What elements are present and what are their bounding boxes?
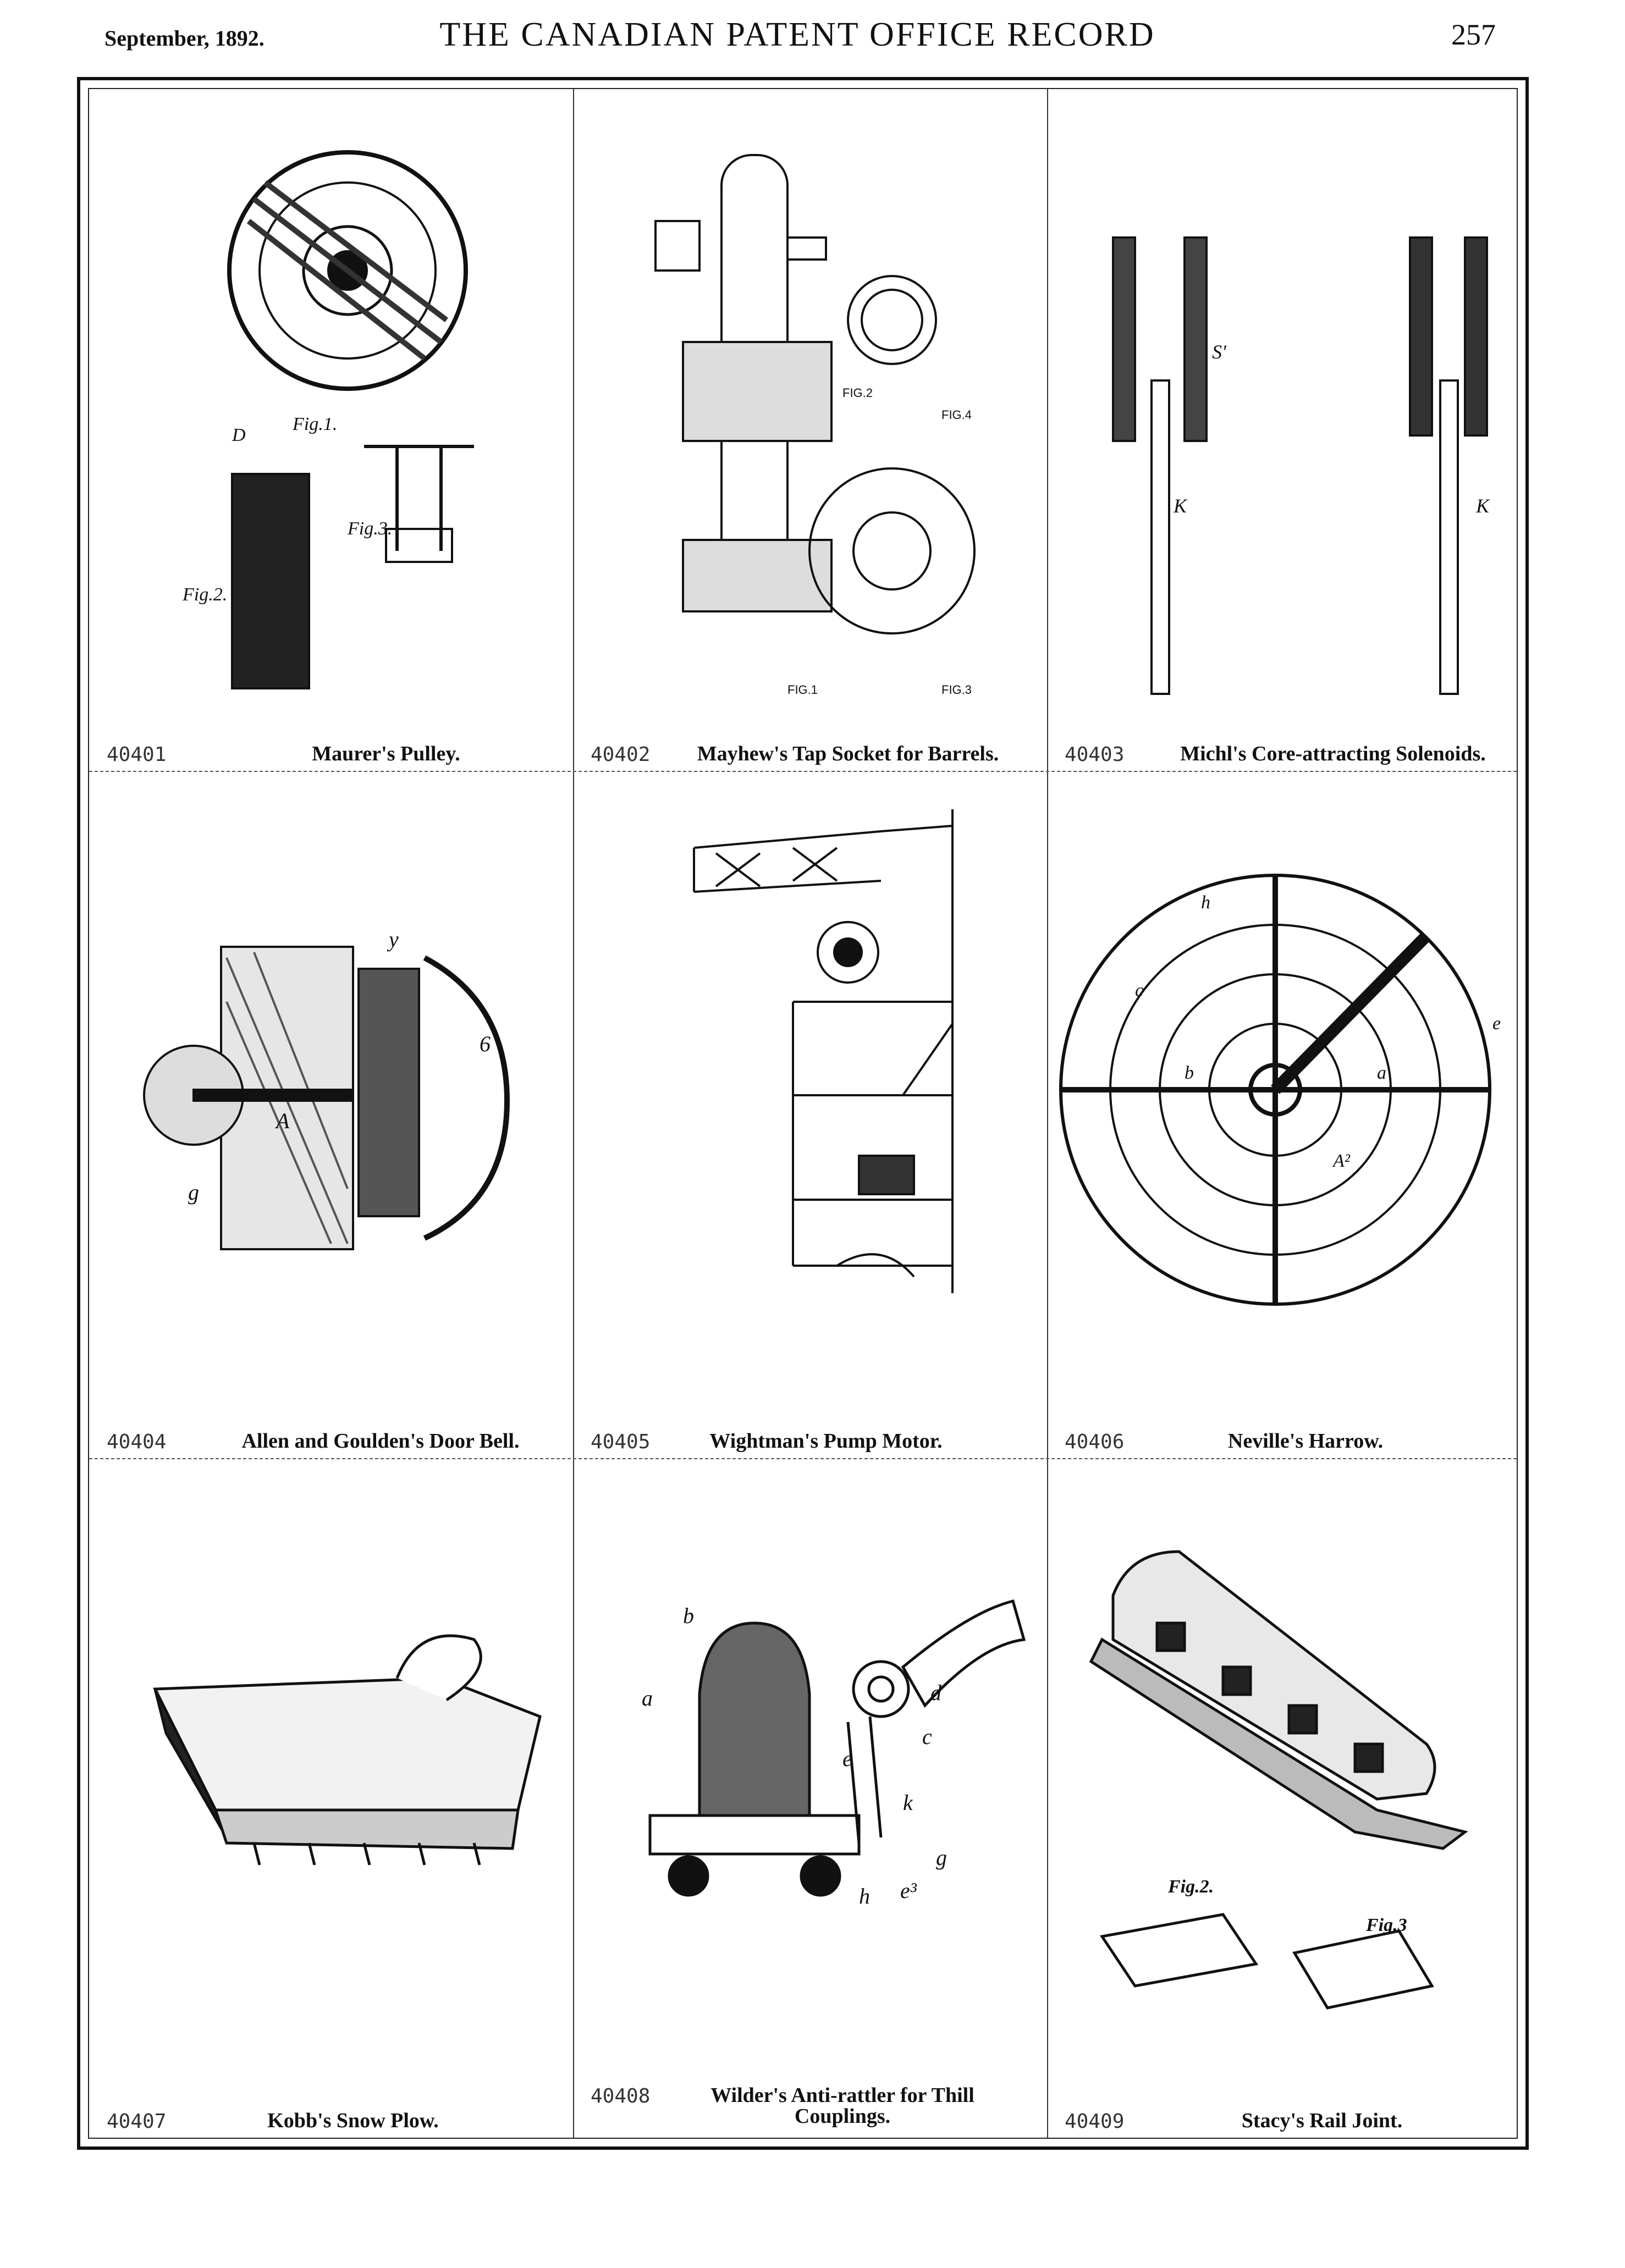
part-label: d	[930, 1680, 942, 1705]
part-label: c	[1135, 980, 1143, 1001]
fig-label: FIG.3	[941, 683, 972, 697]
patent-number: 40405	[591, 1431, 651, 1453]
rail-joint-drawing: Fig.2. Fig.3	[1089, 1550, 1468, 2010]
patent-grid: Fig.1. Fig.2. Fig.3. D 40401 Maurer's Pu…	[88, 88, 1518, 2139]
patent-cell-40401: Fig.1. Fig.2. Fig.3. D 40401 Maurer's Pu…	[89, 89, 573, 771]
patent-title: Stacy's Rail Joint.	[1241, 2109, 1403, 2132]
part-label: D	[232, 425, 246, 445]
patent-title-line: Wilder's Anti-rattler for Thill	[710, 2084, 974, 2107]
patent-title: Neville's Harrow.	[1227, 1430, 1384, 1453]
part-label: b	[1185, 1063, 1194, 1083]
patent-cell-40408: b a d c e k g h e³ 40408 Wilder's Anti-r…	[573, 1458, 1047, 2138]
part-label: e	[1492, 1013, 1501, 1034]
header-title: THE CANADIAN PATENT OFFICE RECORD	[439, 16, 1155, 53]
patent-number: 40402	[591, 743, 651, 766]
row-divider	[89, 771, 1517, 772]
patent-number: 40404	[107, 1431, 167, 1453]
part-label: e	[842, 1746, 852, 1771]
fig-label: Fig.2.	[1167, 1877, 1214, 1897]
patent-cell-40403: S' K K 40403 Michl's Core-attracting Sol…	[1047, 89, 1525, 771]
patent-title: Mayhew's Tap Socket for Barrels.	[697, 742, 999, 765]
patent-number: 40406	[1065, 1431, 1125, 1453]
patent-number: 40409	[1065, 2110, 1125, 2133]
patent-cell-40404: y 6 g A 40404 Allen and Goulden's Door B…	[89, 771, 573, 1458]
harrow-drawing: a b c e h A²	[1059, 874, 1501, 1306]
patent-cell-40409: Fig.2. Fig.3 40409 Stacy's Rail Joint.	[1047, 1458, 1525, 2138]
patent-title: Wilder's Anti-rattler for Thill Coupling…	[661, 2085, 1024, 2127]
tap-socket-drawing: FIG.2 FIG.4 FIG.1 FIG.3	[654, 154, 976, 697]
part-label: y	[387, 927, 399, 952]
patent-plate-frame: Fig.1. Fig.2. Fig.3. D 40401 Maurer's Pu…	[77, 77, 1529, 2150]
patent-cell-40406: a b c e h A² 40406 Neville's Harrow.	[1047, 771, 1525, 1458]
patent-cell-40402: FIG.2 FIG.4 FIG.1 FIG.3 40402 Mayhew's T…	[573, 89, 1047, 771]
patent-title: Kobb's Snow Plow.	[267, 2109, 439, 2132]
door-bell-drawing: y 6 g A	[143, 927, 510, 1250]
patent-cell-40405: 40405 Wightman's Pump Motor.	[573, 771, 1047, 1458]
patent-number: 40403	[1065, 743, 1125, 766]
part-label: a	[1377, 1063, 1386, 1083]
patent-number: 40401	[107, 743, 167, 766]
fig-label: Fig.2.	[182, 584, 227, 605]
patent-number: 40407	[107, 2110, 167, 2133]
patent-title: Maurer's Pulley.	[312, 742, 460, 765]
part-label: g	[188, 1180, 199, 1205]
part-label: c	[922, 1724, 932, 1749]
part-label: e³	[900, 1878, 917, 1903]
part-label: h	[859, 1884, 870, 1908]
part-label: k	[903, 1790, 913, 1815]
column-divider	[573, 89, 574, 2138]
patent-title: Michl's Core-attracting Solenoids.	[1180, 742, 1486, 765]
solenoid-drawing: S' K K	[1112, 236, 1490, 695]
page-number: 257	[1451, 18, 1496, 51]
page-header: September, 1892. THE CANADIAN PATENT OFF…	[99, 13, 1496, 63]
fig-label: FIG.4	[941, 408, 972, 422]
row-divider	[89, 1458, 1517, 1459]
part-label: A	[274, 1108, 290, 1133]
patent-number: 40408	[591, 2085, 651, 2107]
part-label: a	[642, 1686, 653, 1710]
snow-plow-drawing	[153, 1634, 542, 1866]
part-label: g	[936, 1845, 947, 1870]
pulley-drawing: Fig.1. Fig.2. Fig.3. D	[182, 150, 474, 689]
patent-title: Allen and Goulden's Door Bell.	[241, 1430, 520, 1453]
patent-title-line: Couplings.	[794, 2105, 891, 2128]
pump-motor-drawing	[693, 809, 954, 1293]
fig-label: Fig.3.	[347, 518, 392, 539]
part-label: h	[1201, 892, 1210, 913]
part-label: K	[1173, 495, 1188, 517]
patent-cell-40407: 40407 Kobb's Snow Plow.	[89, 1458, 573, 2138]
fig-label: FIG.2	[842, 386, 873, 400]
fig-label: Fig.1.	[292, 414, 337, 434]
patent-title: Wightman's Pump Motor.	[709, 1430, 943, 1453]
fig-label: FIG.1	[787, 683, 818, 697]
anti-rattler-drawing: b a d c e k g h e³	[642, 1599, 1026, 1908]
part-label: 6	[480, 1031, 491, 1056]
fig-label: Fig.3	[1365, 1915, 1407, 1935]
column-divider	[1047, 89, 1048, 2138]
part-label: K	[1475, 495, 1490, 517]
part-label: b	[683, 1603, 694, 1628]
part-label: A²	[1332, 1151, 1351, 1171]
header-date: September, 1892.	[104, 26, 265, 51]
part-label: S'	[1212, 341, 1227, 363]
